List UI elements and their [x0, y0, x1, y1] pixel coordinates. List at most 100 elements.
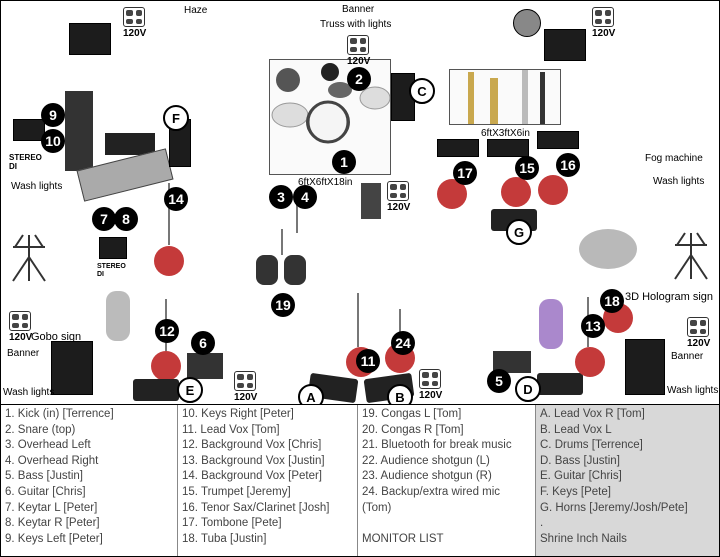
legend-item: 24. Backup/extra wired mic	[362, 485, 501, 498]
legend-item: 16. Tenor Sax/Clarinet [Josh]	[182, 501, 330, 514]
wash-lights-label: Wash lights	[11, 181, 63, 192]
legend-item: 18. Tuba [Justin]	[182, 532, 267, 545]
legend-item: 21. Bluetooth for break music	[362, 439, 512, 452]
legend-item	[362, 516, 531, 532]
drum-riser	[269, 59, 391, 175]
monitor-d	[537, 373, 583, 395]
input-legend: 1. Kick (in) [Terrence] 2. Snare (top) 3. …	[1, 404, 719, 556]
keyboard-stand	[65, 91, 93, 171]
overhead-mic-stand	[296, 189, 298, 233]
horn-riser-size: 6ftX3ftX6in	[481, 128, 530, 139]
legend-item: 22. Audience shotgun (L)	[362, 454, 490, 467]
badge-2: 2	[347, 67, 371, 91]
light-stand-icon	[12, 234, 46, 282]
legend-column-1: 1. Kick (in) [Terrence] 2. Snare (top) 3. …	[1, 405, 178, 556]
legend-item: 2. Snare (top)	[5, 423, 76, 436]
power-outlet-icon: 120V	[9, 311, 32, 343]
letter-e: E	[177, 377, 203, 403]
badge-17: 17	[453, 161, 477, 185]
bass-guitar-icon	[539, 299, 563, 349]
mic-stand	[168, 183, 170, 245]
badge-5: 5	[487, 369, 511, 393]
legend-item: 9. Keys Left [Peter]	[5, 532, 103, 545]
banner-top-label: Banner	[342, 4, 375, 15]
music-stand	[487, 139, 529, 157]
legend-item: 17. Tombone [Pete]	[182, 517, 282, 530]
fog-machine-top	[544, 29, 586, 61]
legend-column-3: 19. Congas L [Tom] 20. Congas R [Tom] 21. …	[358, 405, 536, 556]
tuba-icon	[579, 229, 637, 269]
legend-item: 1. Kick (in) [Terrence]	[5, 408, 114, 420]
guitar-pedalboard	[187, 353, 223, 379]
music-stand	[537, 131, 579, 149]
conga-right	[284, 255, 306, 285]
wash-lights-label: Wash lights	[653, 176, 705, 187]
stereo-di-box	[13, 119, 45, 141]
drum-riser-size: 6ftX6ftX18in	[298, 177, 353, 188]
guitar-amp	[51, 341, 93, 395]
badge-10: 10	[41, 129, 65, 153]
guitar-icon	[106, 291, 130, 341]
badge-19: 19	[271, 293, 295, 317]
legend-column-4: A. Lead Vox R [Tom] B. Lead Vox L C. Drums…	[536, 405, 719, 556]
banner-left-label: Banner	[7, 348, 40, 359]
letter-g: G	[506, 219, 532, 245]
legend-item: (Tom)	[362, 501, 392, 514]
mic-spot	[154, 246, 184, 276]
letter-d: D	[515, 376, 541, 402]
badge-18: 18	[600, 289, 624, 313]
power-outlet-icon: 120V	[347, 35, 370, 67]
badge-15: 15	[515, 156, 539, 180]
legend-item: 13. Background Vox [Justin]	[182, 454, 325, 467]
legend-item: 19. Congas L [Tom]	[362, 408, 462, 420]
legend-item: G. Horns [Jeremy/Josh/Pete]	[540, 501, 688, 514]
legend-item: A. Lead Vox R [Tom]	[540, 408, 645, 420]
power-outlet-icon: 120V	[592, 7, 615, 39]
legend-item: 23. Audience shotgun (R)	[362, 470, 492, 483]
music-stand	[437, 139, 479, 157]
wash-lights-label: Wash lights	[667, 385, 719, 396]
legend-item: 12. Background Vox [Chris]	[182, 439, 322, 452]
drum-kit-icon	[271, 63, 391, 144]
legend-item: D. Bass [Justin]	[540, 454, 620, 467]
power-outlet-icon: 120V	[687, 317, 710, 349]
badge-16: 16	[556, 153, 580, 177]
horn-riser	[449, 69, 561, 125]
fog-machine-label: Fog machine	[645, 153, 703, 164]
stereo-di-label: STEREO DI	[97, 263, 126, 278]
legend-item: 3. Overhead Left	[5, 439, 91, 452]
power-outlet-icon: 120V	[123, 7, 146, 39]
legend-item: 14. Background Vox [Peter]	[182, 470, 323, 483]
lead-vox-mic-stand	[357, 293, 359, 347]
badge-13: 13	[581, 314, 605, 338]
gobo-sign-label: Gobo sign	[31, 331, 82, 343]
mixer	[361, 183, 381, 219]
legend-item: 11. Lead Vox [Tom]	[182, 423, 280, 436]
legend-item: 20. Congas R [Tom]	[362, 423, 464, 436]
horns-icon	[468, 70, 545, 124]
banner-right-label: Banner	[671, 351, 704, 362]
badge-24: 24	[391, 331, 415, 355]
mic-spot	[501, 177, 531, 207]
backup-mic-stand	[399, 309, 401, 343]
badge-7: 7	[92, 207, 116, 231]
letter-c: C	[409, 78, 435, 104]
bass-pedalboard	[493, 351, 531, 373]
badge-11: 11	[356, 349, 380, 373]
letter-f: F	[163, 105, 189, 131]
legend-item: E. Guitar [Chris]	[540, 470, 622, 483]
legend-item: .	[540, 517, 544, 530]
legend-item: 4. Overhead Right	[5, 454, 99, 467]
legend-item: B. Lead Vox L	[540, 423, 612, 436]
light-stand-icon	[674, 232, 708, 280]
badge-3: 3	[269, 185, 293, 209]
badge-4: 4	[293, 185, 317, 209]
badge-6: 6	[191, 331, 215, 355]
legend-column-2: 10. Keys Right [Peter]11. Lead Vox [Tom]…	[178, 405, 358, 556]
mic-spot	[151, 351, 181, 381]
legend-item: C. Drums [Terrence]	[540, 439, 643, 452]
monitor-e	[133, 379, 179, 401]
keyboard-table	[105, 133, 155, 155]
truss-label: Truss with lights	[320, 19, 392, 30]
